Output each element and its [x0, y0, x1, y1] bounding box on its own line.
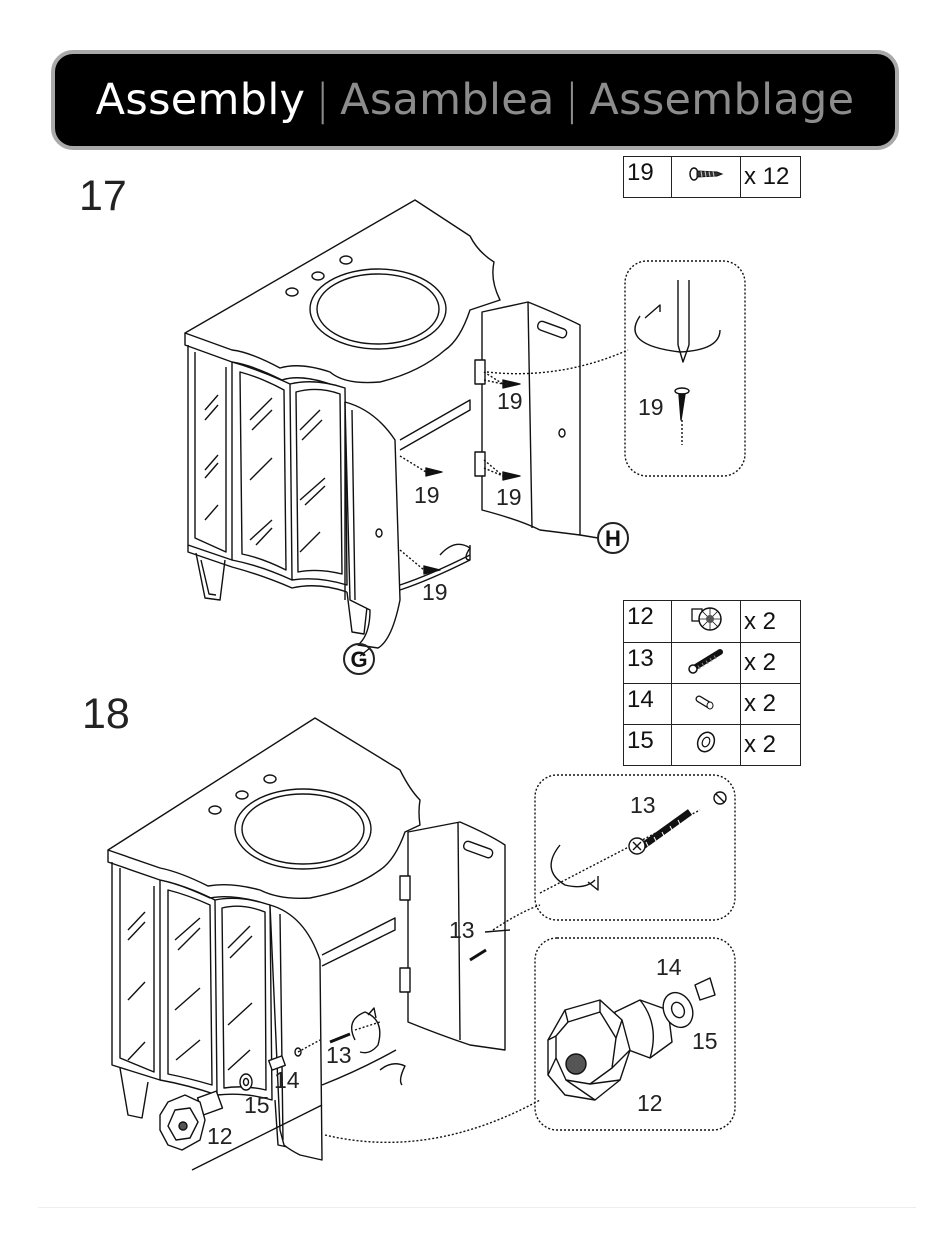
callout-screw-19: 19	[414, 482, 440, 509]
callout-detail-bolt-13: 13	[630, 792, 656, 819]
callout-detail-knob-12: 12	[637, 1090, 663, 1117]
callout-screw-19: 19	[497, 388, 523, 415]
door-g-label: G	[343, 643, 375, 675]
callout-screw-19: 19	[496, 484, 522, 511]
vanity-step-17	[185, 200, 745, 656]
callout-bolt-13: 13	[326, 1042, 352, 1069]
callout-detail-spacer-14: 14	[656, 954, 682, 981]
footer-divider	[38, 1207, 916, 1208]
callout-washer-15: 15	[244, 1092, 270, 1119]
callout-spacer-14: 14	[274, 1067, 300, 1094]
callout-detail-screw-19: 19	[638, 394, 664, 421]
callout-screw-19: 19	[422, 579, 448, 606]
callout-detail-washer-15: 15	[692, 1028, 718, 1055]
callout-bolt-13: 13	[449, 917, 475, 944]
door-h-label: H	[597, 522, 629, 554]
callout-knob-12: 12	[207, 1123, 233, 1150]
